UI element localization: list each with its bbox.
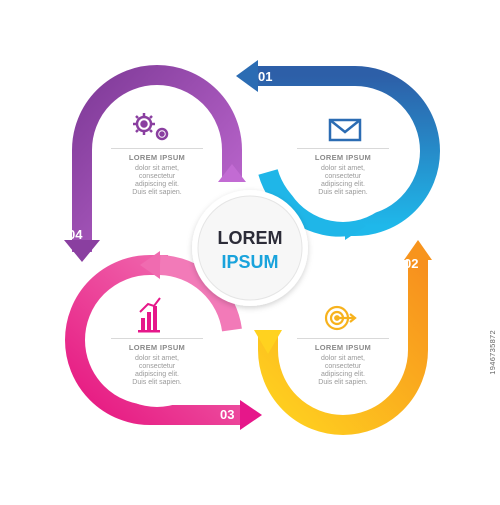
divider-02 bbox=[297, 338, 389, 339]
step-line: adipiscing elit. bbox=[321, 181, 365, 188]
step-line: consectetur bbox=[138, 363, 176, 370]
step-body: dolor sit amet, consectetur adipiscing e… bbox=[283, 165, 403, 197]
panel-04 bbox=[95, 98, 219, 222]
divider-04 bbox=[111, 148, 203, 149]
step-number-02: 02 bbox=[404, 256, 419, 271]
step-line: consectetur bbox=[324, 173, 362, 180]
step-line: dolor sit amet, bbox=[135, 165, 179, 172]
divider-01 bbox=[297, 148, 389, 149]
center-title: LOREM bbox=[217, 228, 283, 248]
step-number-01: 01 bbox=[258, 69, 273, 84]
step-text-02: LOREM IPSUM dolor sit amet, consectetur … bbox=[283, 343, 403, 387]
step-text-01: LOREM IPSUM dolor sit amet, consectetur … bbox=[283, 153, 403, 197]
step-line: adipiscing elit. bbox=[135, 371, 179, 378]
step-line: Duis elit sapien. bbox=[132, 189, 182, 196]
step-line: dolor sit amet, bbox=[321, 355, 365, 362]
step-number-04: 04 bbox=[68, 227, 83, 242]
step-line: Duis elit sapien. bbox=[318, 189, 368, 196]
step-number-03: 03 bbox=[220, 407, 235, 422]
envelope-icon bbox=[328, 118, 362, 142]
center-subtitle: IPSUM bbox=[221, 252, 279, 272]
step-body: dolor sit amet, consectetur adipiscing e… bbox=[97, 355, 217, 387]
step-title: LOREM IPSUM bbox=[314, 153, 372, 162]
stock-id-watermark: 1946735872 bbox=[488, 330, 497, 375]
step-line: Duis elit sapien. bbox=[132, 379, 182, 386]
step-title: LOREM IPSUM bbox=[128, 153, 186, 162]
center-inner bbox=[197, 195, 303, 301]
step-title: LOREM IPSUM bbox=[314, 343, 372, 352]
panel-02 bbox=[281, 283, 405, 407]
step-title: LOREM IPSUM bbox=[128, 343, 186, 352]
step-line: dolor sit amet, bbox=[321, 165, 365, 172]
panel-01 bbox=[281, 98, 405, 222]
loop-04 bbox=[64, 65, 246, 262]
step-line: consectetur bbox=[138, 173, 176, 180]
step-line: Duis elit sapien. bbox=[318, 379, 368, 386]
panel-03 bbox=[95, 283, 219, 407]
loop-01 bbox=[236, 60, 440, 240]
step-line: adipiscing elit. bbox=[321, 371, 365, 378]
step-body: dolor sit amet, consectetur adipiscing e… bbox=[283, 355, 403, 387]
step-text-03: LOREM IPSUM dolor sit amet, consectetur … bbox=[97, 343, 217, 387]
step-line: adipiscing elit. bbox=[135, 181, 179, 188]
loop-02 bbox=[254, 240, 432, 435]
target-icon bbox=[324, 305, 357, 331]
bar-chart-icon bbox=[138, 297, 161, 333]
gears-icon bbox=[133, 113, 169, 141]
step-line: consectetur bbox=[324, 363, 362, 370]
divider-03 bbox=[111, 338, 203, 339]
step-line: dolor sit amet, bbox=[135, 355, 179, 362]
step-body: dolor sit amet, consectetur adipiscing e… bbox=[97, 165, 217, 197]
step-text-04: LOREM IPSUM dolor sit amet, consectetur … bbox=[97, 153, 217, 197]
